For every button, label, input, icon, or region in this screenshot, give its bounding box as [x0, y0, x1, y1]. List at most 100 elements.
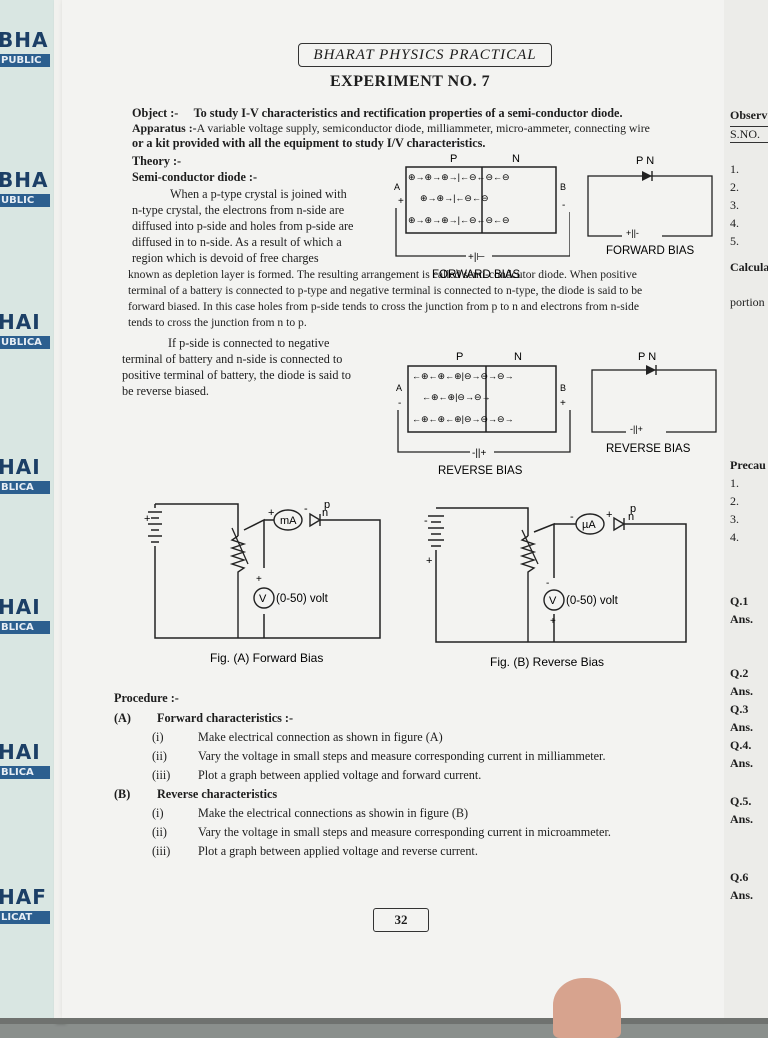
fig-a-forward-circuit: + mA + - p n V + (0-50) volt Fig. (A) Fo…: [144, 499, 381, 665]
answer-label: Ans.: [730, 756, 754, 770]
ammeter-plus: +: [606, 509, 612, 521]
b-label: B: [560, 383, 566, 393]
table-surface: [0, 1018, 768, 1024]
theory-line: diffused in to n-side. As a result of wh…: [132, 235, 342, 249]
diode-p: p: [630, 503, 636, 515]
diode-n: n: [322, 507, 328, 519]
pn-label: P N: [636, 155, 654, 167]
sno-header: S.NO.: [730, 126, 768, 143]
step-text: Make electrical connection as shown in f…: [198, 730, 443, 744]
forward-bias-caption: FORWARD BIAS: [606, 245, 695, 257]
reverse-characteristics-heading: Reverse characteristics: [157, 787, 278, 801]
apparatus-line-2: or a kit provided with all the equipment…: [132, 136, 486, 150]
forward-bias-pn-diagram: P N ⊕→⊕→⊕→|←⊖←⊖←⊖ ⊕→⊕→|←⊖←⊖ ⊕→⊕→⊕→|←⊖←⊖←…: [394, 153, 570, 280]
precaution-row: 3.: [730, 512, 739, 526]
voltmeter-plus: +: [550, 616, 556, 627]
table-row: 3.: [730, 198, 739, 212]
forward-bias-caption: FORWARD BIAS: [432, 269, 521, 280]
precaution-row: 1.: [730, 476, 739, 490]
question: Q.5.: [730, 794, 752, 808]
precaution-row: 2.: [730, 494, 739, 508]
ammeter-minus: -: [304, 503, 308, 515]
table-row: 5.: [730, 234, 739, 248]
forward-characteristics-heading: Forward characteristics :-: [157, 711, 294, 725]
ammeter-plus: +: [268, 507, 274, 519]
answer-label: Ans.: [730, 720, 754, 734]
page-stack-edge: [54, 0, 64, 1024]
step-number: (iii): [152, 844, 171, 858]
apparatus-label: Apparatus :-: [132, 121, 197, 135]
step-text: Vary the voltage in small steps and meas…: [198, 749, 606, 763]
reverse-bias-line: be reverse biased.: [122, 384, 209, 398]
n-label: N: [512, 153, 520, 165]
question: Q.4.: [730, 738, 752, 752]
apparatus-text: A variable voltage supply, semiconductor…: [196, 121, 650, 135]
page-number: 32: [373, 908, 429, 932]
voltmeter-range: (0-50) volt: [276, 593, 329, 605]
question: Q.3: [730, 702, 749, 716]
reverse-bias-symbol-diagram: P N -||+ REVERSE BIAS: [591, 351, 717, 455]
pn-label: P N: [638, 351, 656, 363]
voltmeter-plus: +: [256, 574, 262, 585]
calculation-heading: Calcula: [730, 260, 768, 274]
step-number: (ii): [152, 825, 167, 839]
plus-sign: +: [560, 398, 566, 409]
step-text: Make the electrical connections as showi…: [198, 806, 469, 820]
b-label: B: [560, 182, 566, 192]
theory-line: n-type crystal, the electrons from n-sid…: [132, 203, 345, 217]
ammeter-minus: -: [570, 511, 574, 523]
row-1: ⊕→⊕→⊕→|←⊖←⊖←⊖: [408, 172, 510, 182]
battery: -||+: [472, 448, 487, 459]
fig-b-caption: Fig. (B) Reverse Bias: [490, 655, 604, 669]
theory-line: region which is devoid of free charges: [132, 251, 319, 265]
observation-heading: Observ: [730, 108, 768, 122]
facing-page: Observ S.NO. 1. 2. 3. 4. 5. Calcula port…: [724, 0, 768, 1024]
battery: -||+: [630, 424, 643, 434]
diode-n: n: [628, 511, 634, 523]
row-2: ⊕→⊕→|←⊖←⊖: [420, 193, 489, 203]
table-row: 4.: [730, 216, 739, 230]
row-2: ←⊕←⊕|⊖→⊖→: [422, 392, 491, 402]
milliammeter: mA: [280, 515, 297, 527]
object-label: Object :-: [132, 106, 179, 120]
question: Q.6: [730, 870, 749, 884]
thumb: [553, 978, 621, 1038]
voltmeter-minus: -: [546, 578, 549, 589]
reverse-bias-caption: REVERSE BIAS: [438, 465, 523, 477]
a-label: A: [394, 182, 400, 192]
a-label: A: [396, 383, 402, 393]
theory-line: forward biased. In this case holes from …: [128, 300, 639, 313]
plus-sign: +: [398, 196, 404, 207]
object-line: Object :- To study I-V characteristics a…: [132, 106, 623, 121]
minus-sign: -: [398, 398, 401, 409]
procedure-b-marker: (B): [114, 787, 131, 801]
portion-text: portion g: [730, 295, 768, 309]
question: Q.1: [730, 594, 749, 608]
theory-line: diffused into p-side and holes from p-si…: [132, 219, 354, 233]
theory-line: tends to cross the junction from n to p.: [128, 316, 307, 329]
row-3: ⊕→⊕→⊕→|←⊖←⊖←⊖: [408, 215, 510, 225]
forward-bias-symbol-diagram: P N +||- FORWARD BIAS: [587, 155, 713, 257]
theory-line: When a p-type crystal is joined with: [170, 187, 347, 201]
step-text: Vary the voltage in small steps and meas…: [198, 825, 611, 839]
diode-p: p: [324, 499, 330, 511]
n-label: N: [514, 351, 522, 363]
battery: +|⊢: [468, 252, 485, 263]
reverse-bias-line: If p-side is connected to negative: [168, 336, 330, 350]
battery-minus: -: [424, 515, 428, 527]
theory-heading: Theory :-: [132, 154, 182, 168]
semiconductor-diode-heading: Semi-conductor diode :-: [132, 170, 258, 184]
book-series-title: BHARAT PHYSICS PRACTICAL: [298, 43, 552, 67]
voltmeter-range: (0-50) volt: [566, 595, 619, 607]
precautions-heading: Precau: [730, 458, 766, 472]
procedure-heading: Procedure :-: [114, 691, 179, 705]
voltmeter: V: [549, 595, 557, 607]
row-3: ←⊕←⊕←⊕|⊖→⊖→⊖→: [412, 414, 514, 424]
